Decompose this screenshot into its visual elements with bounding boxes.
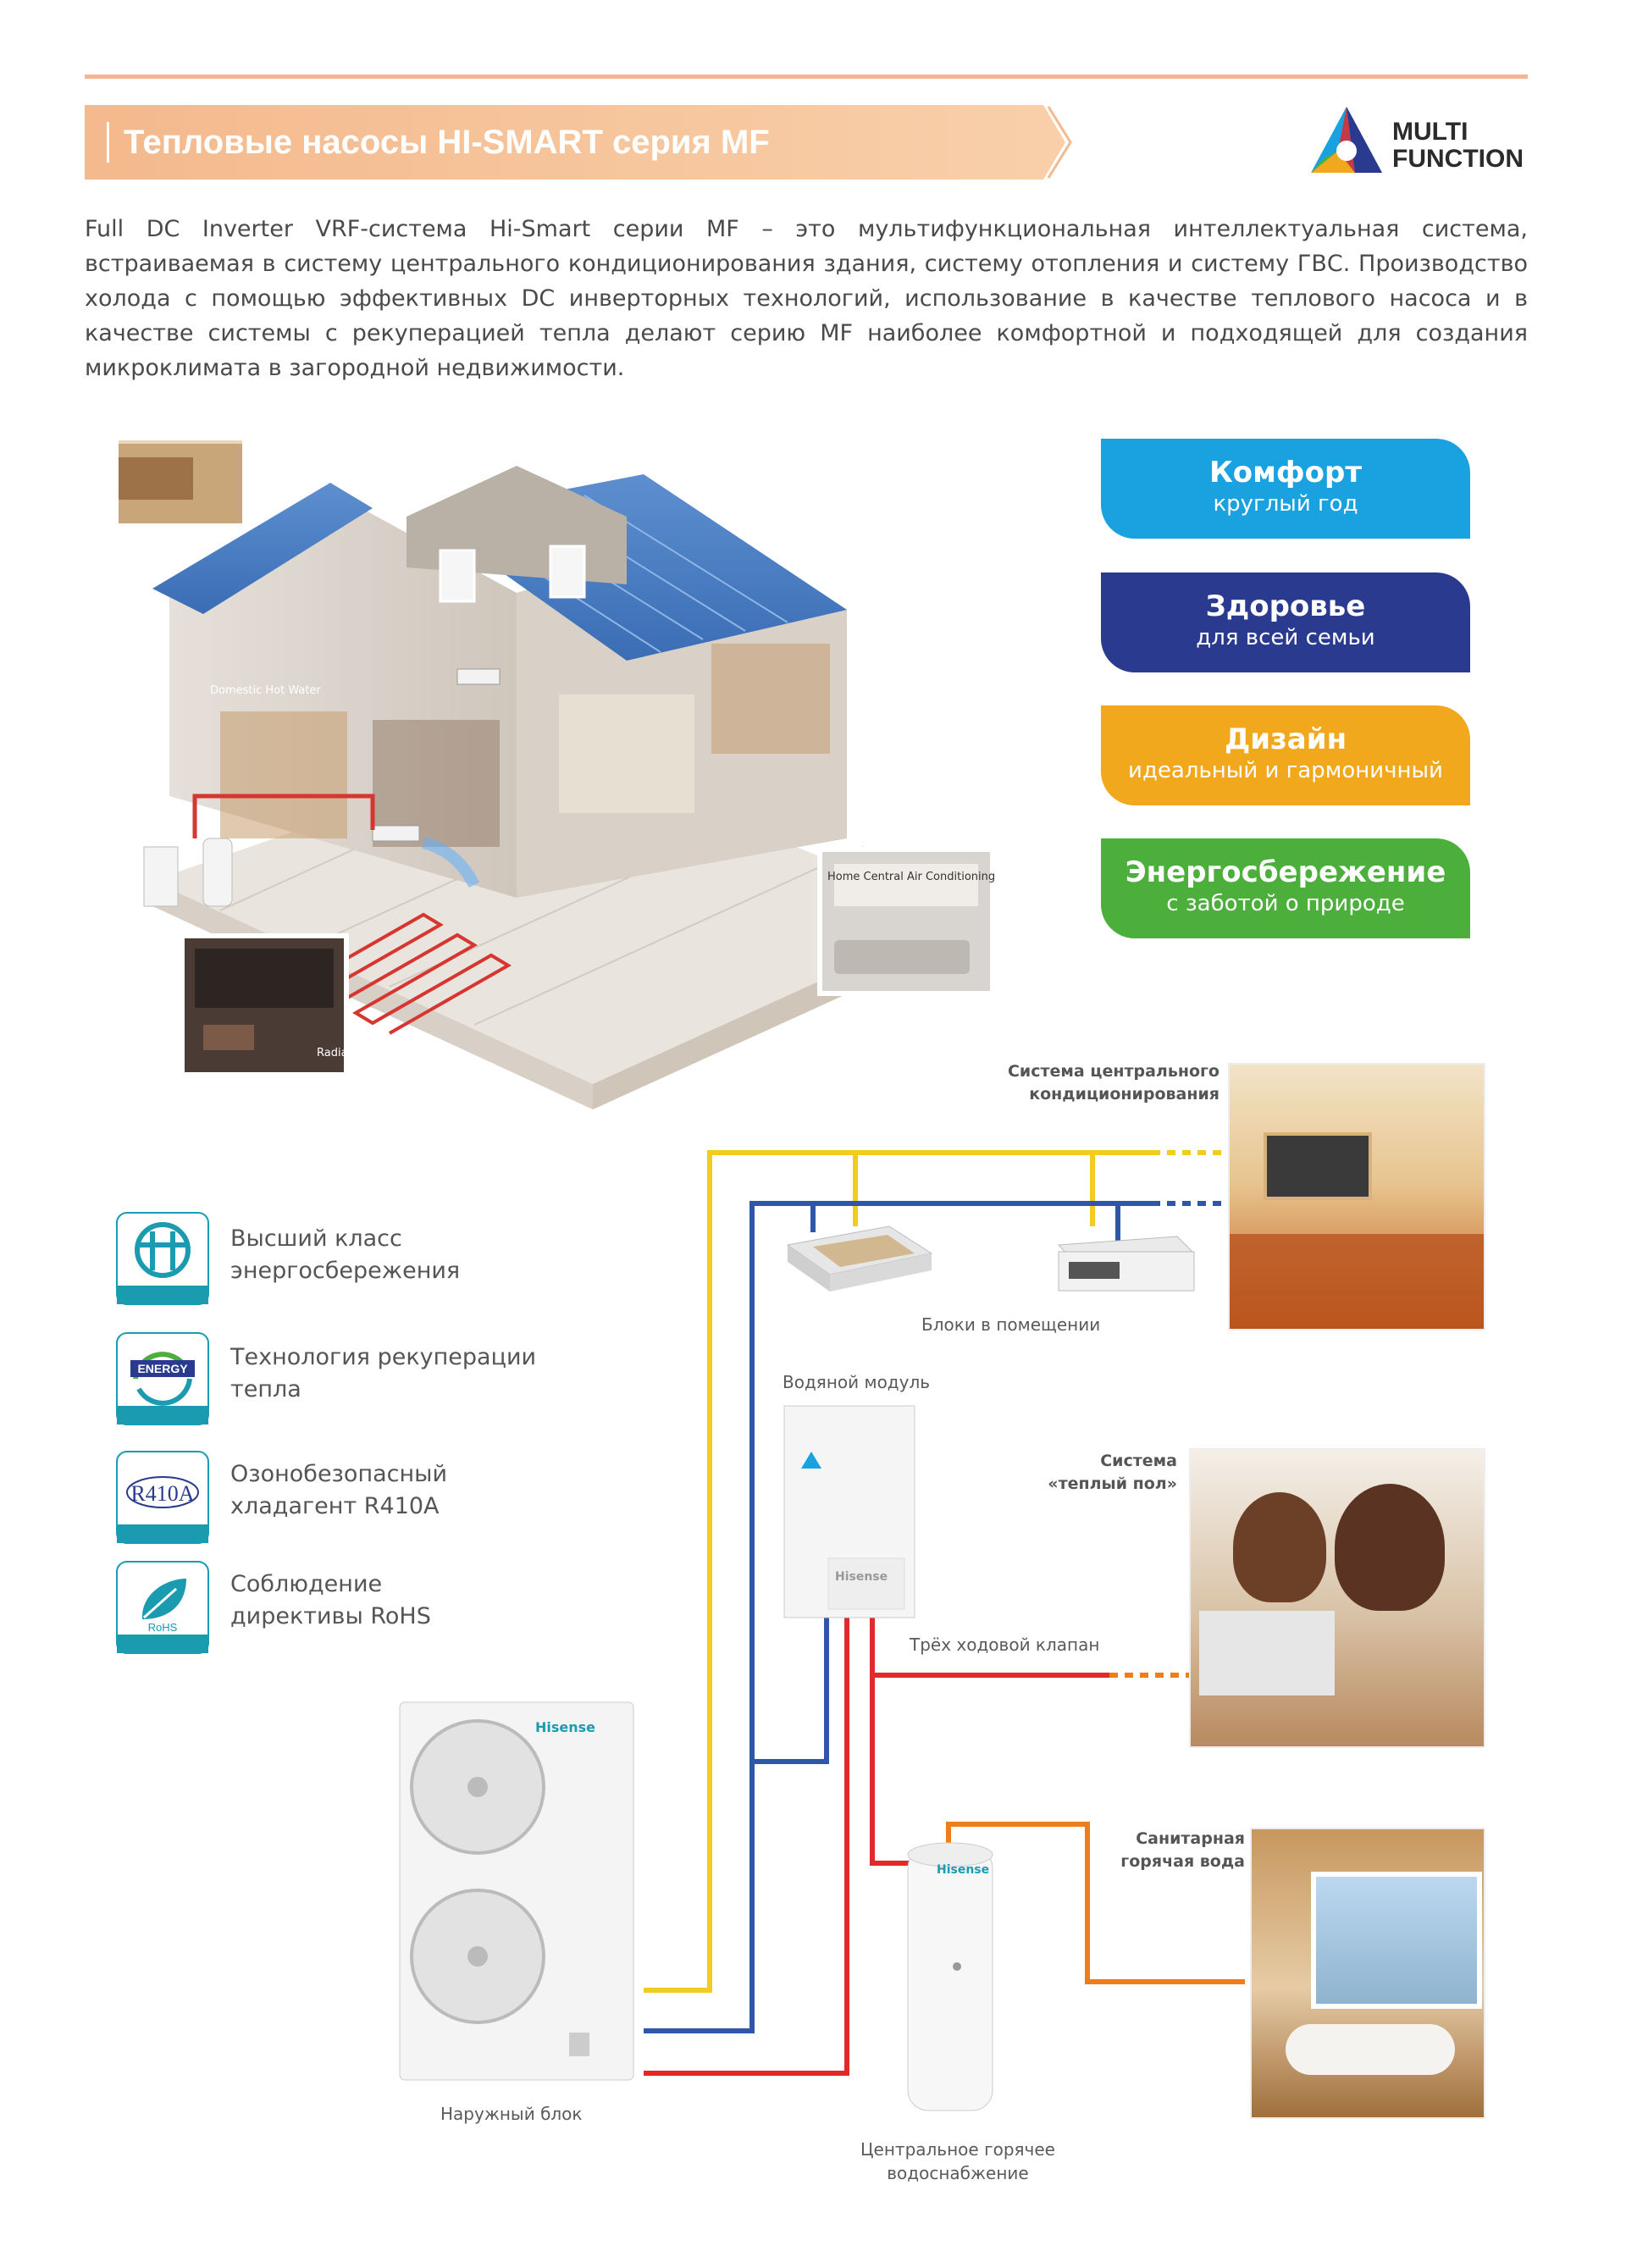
badge-icon-text: R410A <box>130 1481 194 1506</box>
feature-health: Здоровье для всей семьи <box>1101 573 1470 672</box>
photo-home-central-ac <box>817 847 995 996</box>
system-diagram <box>399 1150 1245 2111</box>
feature-title: Дизайн <box>1224 722 1347 756</box>
badge-text: Технология рекуперации тепла <box>230 1341 536 1406</box>
label-line: Санитарная <box>1136 1829 1245 1848</box>
pipe-blue <box>644 1201 1152 2033</box>
badge-text: Соблюдение директивы RoHS <box>230 1568 431 1633</box>
feature-energy: Энергосбережение с заботой о природе <box>1101 838 1470 938</box>
person-right <box>1335 1484 1445 1611</box>
label-line: Система центрального <box>1007 1062 1220 1081</box>
badge-rohs: RoHS <box>115 1560 210 1655</box>
r410a-icon: R410A <box>116 1451 209 1544</box>
badge-r410a: R410A <box>115 1450 210 1545</box>
logo-text-multi: MULTI <box>1392 118 1468 146</box>
label-line: кондиционирования <box>1029 1085 1220 1104</box>
feature-design: Дизайн идеальный и гармоничный <box>1101 705 1470 805</box>
label-central-ac: Система центрального кондиционирования <box>965 1060 1220 1106</box>
feature-subtitle: круглый год <box>1213 491 1358 517</box>
label-three-way-valve: Трёх ходовой клапан <box>910 1635 1100 1655</box>
laptop <box>1199 1611 1335 1695</box>
intro-paragraph: Full DC Inverter VRF-система Hi-Smart се… <box>85 216 1528 381</box>
title-bar: Тепловые насосы HI-SMART серия MF <box>85 105 1033 180</box>
badge-line: Озонобезопасный <box>230 1461 447 1487</box>
badge-text: Озонобезопасный хладагент R410A <box>230 1458 447 1523</box>
logo-text-function: FUNCTION <box>1392 145 1524 173</box>
water-module <box>783 1405 915 1618</box>
pipe-orange <box>946 1822 1245 1984</box>
photo-domestic-hot-water <box>119 440 247 528</box>
house-label-hot-water: Domestic Hot Water <box>210 684 321 697</box>
badge-icon-text: RoHS <box>148 1621 178 1634</box>
title-chevron-icon <box>1025 105 1072 180</box>
badge-line: тепла <box>230 1376 301 1402</box>
badge-recovery: ENERGY <box>115 1331 210 1426</box>
feature-title: Комфорт <box>1208 456 1363 490</box>
energy-recovery-icon: ENERGY <box>116 1332 209 1425</box>
feature-subtitle: идеальный и гармоничный <box>1128 758 1443 783</box>
cassette-unit <box>786 1225 933 1292</box>
badge-efficiency <box>115 1211 210 1306</box>
badge-line: хладагент R410A <box>230 1493 440 1519</box>
badge-icon-text: ENERGY <box>137 1362 188 1375</box>
tank-brand-mark: Hisense <box>937 1863 990 1877</box>
house-label-floor-heating: Radiant Floor Heating <box>317 1047 437 1059</box>
photo-warm-floor <box>1189 1448 1485 1748</box>
label-hot-water-supply: Центральное горячее водоснабжение <box>860 2138 1055 2185</box>
sofa-area <box>1230 1234 1484 1329</box>
badge-line: Высший класс <box>230 1225 402 1252</box>
person-left <box>1233 1492 1326 1602</box>
pipe-red <box>644 1609 849 2076</box>
badge-text: Высший класс энергосбережения <box>230 1223 460 1287</box>
photo-sanitary-water <box>1250 1828 1485 2119</box>
label-line: Центральное горячее <box>860 2139 1055 2160</box>
logo-triangle-icon <box>1311 107 1382 173</box>
house-illustration <box>119 440 995 1109</box>
badge-line: Соблюдение <box>230 1571 383 1597</box>
label-line: «теплый пол» <box>1048 1474 1177 1493</box>
water-module-brand-mark: Hisense <box>835 1570 888 1584</box>
feature-title: Энергосбережение <box>1125 855 1446 889</box>
label-sanitary-water: Санитарная горячая вода <box>991 1828 1245 1873</box>
ducted-unit <box>1057 1236 1196 1292</box>
hi-efficiency-icon <box>116 1212 209 1305</box>
bathtub <box>1286 2024 1455 2075</box>
label-outdoor-unit: Наружный блок <box>440 2104 583 2124</box>
badge-line: директивы RoHS <box>230 1603 431 1629</box>
outdoor-brand-mark: Hisense <box>535 1719 596 1735</box>
house-label-central-ac: Home Central Air Conditioning <box>827 871 996 883</box>
photo-central-ac-room <box>1228 1063 1485 1330</box>
photo-radiant-floor <box>180 933 349 1077</box>
pipe-yellow <box>644 1150 1152 1993</box>
badge-line: Технология рекуперации <box>230 1344 537 1370</box>
label-line: Система <box>1100 1452 1177 1470</box>
feature-subtitle: с заботой о природе <box>1166 891 1405 916</box>
feature-comfort: Комфорт круглый год <box>1101 439 1470 539</box>
page-title: Тепловые насосы HI-SMART серия MF <box>124 124 770 161</box>
multifunction-logo: MULTI FUNCTION <box>1304 100 1524 193</box>
label-line: горячая вода <box>1120 1852 1245 1871</box>
tv-screen <box>1264 1132 1372 1200</box>
feature-title: Здоровье <box>1205 589 1366 623</box>
badge-line: энергосбережения <box>230 1258 461 1284</box>
label-line: водоснабжение <box>887 2163 1029 2183</box>
feature-subtitle: для всей семьи <box>1196 625 1375 650</box>
label-warm-floor: Система «теплый пол» <box>923 1450 1177 1496</box>
label-water-module: Водяной модуль <box>783 1372 931 1392</box>
rohs-leaf-icon: RoHS <box>116 1561 209 1654</box>
window-view <box>1311 1872 1482 2009</box>
label-indoor-units: Блоки в помещении <box>921 1314 1101 1335</box>
top-rule <box>85 75 1528 79</box>
outdoor-unit <box>399 1701 634 2081</box>
hot-water-tank <box>907 1842 993 2111</box>
